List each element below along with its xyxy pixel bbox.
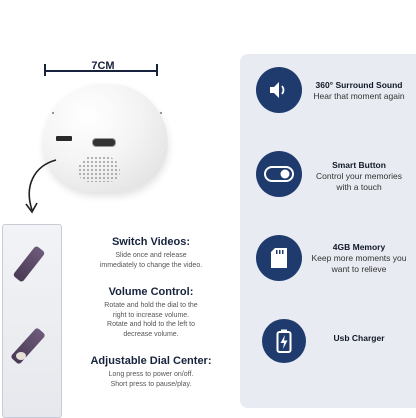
instruction-switch-videos: Switch Videos: Slide once and release im… (66, 236, 236, 270)
dimension-cap-right (156, 64, 158, 76)
feature-subtitle: Keep more moments you (311, 253, 407, 263)
sd-card-icon (256, 235, 302, 281)
feature-surround-sound: 360° Surround Sound Hear that moment aga… (304, 80, 414, 102)
battery-charge-icon (262, 319, 306, 363)
dial-highlight (16, 352, 26, 360)
feature-smart-button: Smart Button Control your memories with … (304, 160, 414, 193)
instruction-volume-control: Volume Control: Rotate and hold the dial… (66, 286, 236, 339)
curved-arrow-icon (10, 156, 60, 220)
instruction-line: right to increase volume. (112, 311, 190, 319)
indicator-dot-right (160, 112, 162, 114)
switch-port (56, 136, 72, 141)
feature-title: 4GB Memory (332, 242, 386, 252)
feature-title: 360° Surround Sound (315, 80, 403, 90)
instruction-line: Long press to power on/off. (108, 371, 194, 378)
toggle-icon (256, 151, 302, 197)
usb-c-port (92, 138, 116, 147)
instruction-line: Short press to pause/play. (110, 380, 192, 388)
instruction-title: Adjustable Dial Center: (90, 355, 212, 367)
indicator-dot-left (52, 112, 54, 114)
speaker-icon (256, 67, 302, 113)
feature-subtitle: Hear that moment again (313, 91, 405, 101)
feature-subtitle: Control your memories (316, 171, 402, 181)
feature-title: Usb Charger (333, 333, 385, 343)
feature-title: Smart Button (332, 160, 386, 170)
instruction-title: Switch Videos: (111, 236, 191, 248)
feature-subtitle: with a touch (336, 182, 382, 192)
feature-usb-charger: Usb Charger (304, 333, 414, 344)
dimension-line (45, 70, 157, 72)
dimension-label: 7CM (91, 60, 115, 72)
instruction-line: Rotate and hold the dial to the (104, 302, 198, 309)
dimension-cap-left (44, 64, 46, 76)
feature-memory: 4GB Memory Keep more moments you want to… (304, 242, 414, 275)
instruction-line: decrease volume. (123, 330, 179, 338)
instruction-title: Volume Control: (108, 286, 194, 298)
feature-subtitle: want to relieve (331, 264, 387, 274)
instruction-dial-center: Adjustable Dial Center: Long press to po… (66, 355, 236, 389)
instruction-line: immediately to change the video. (99, 261, 203, 269)
instruction-line: Slide once and release (115, 252, 187, 259)
speaker-grille (78, 156, 120, 182)
instruction-line: Rotate and hold to the left to (107, 321, 195, 328)
